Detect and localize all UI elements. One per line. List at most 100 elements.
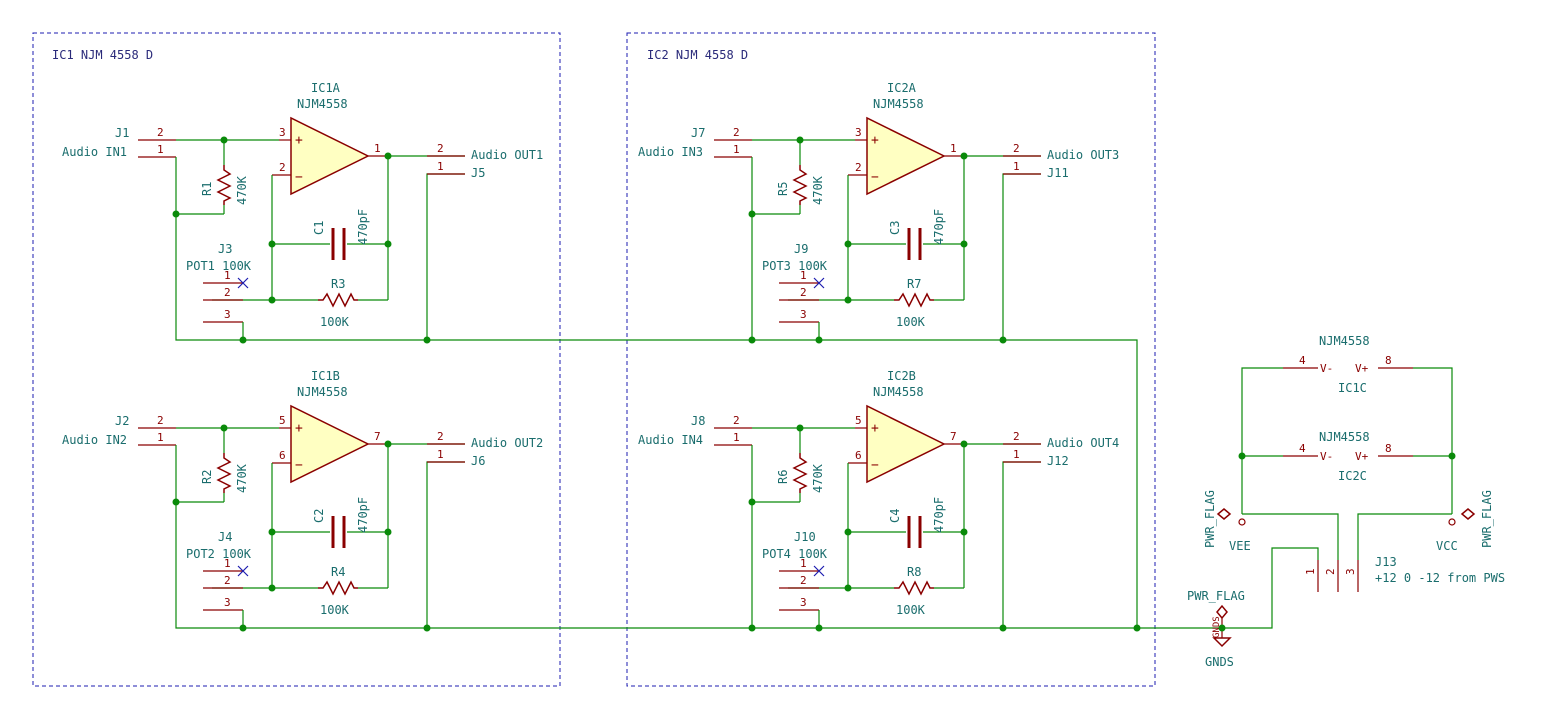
- opamp-ref: IC2A: [887, 81, 917, 95]
- svg-text:−: −: [871, 170, 879, 185]
- r-fb-ref: R4: [331, 565, 345, 579]
- svg-text:3: 3: [855, 126, 862, 139]
- svg-text:2: 2: [157, 126, 164, 139]
- svg-text:2: 2: [224, 574, 231, 587]
- pot-value: POT4 100K: [762, 547, 828, 561]
- cap-ref: C2: [312, 509, 326, 523]
- vee-label: VEE: [1229, 539, 1251, 553]
- channel-ic2b: 2 1 J8 Audio IN4 R6 470K + − 5 6 7 IC2B …: [638, 369, 1119, 632]
- input-connector-ref: J8: [691, 414, 705, 428]
- vcc-pwr-flag: PWR_FLAG: [1480, 490, 1494, 548]
- svg-text:V-: V-: [1320, 362, 1333, 375]
- r-fb-ref: R8: [907, 565, 921, 579]
- output-connector-ref: J12: [1047, 454, 1069, 468]
- svg-text:2: 2: [733, 414, 740, 427]
- r-in-value: 470K: [235, 463, 249, 493]
- cap-ref: C1: [312, 221, 326, 235]
- input-connector-label: Audio IN1: [62, 145, 127, 159]
- svg-text:6: 6: [279, 449, 286, 462]
- sheet-border-ic1: [32, 32, 561, 687]
- vcc-label: VCC: [1436, 539, 1458, 553]
- svg-text:5: 5: [855, 414, 862, 427]
- svg-text:−: −: [871, 458, 879, 473]
- pwr-connector-value: +12 0 -12 from PWS: [1375, 571, 1505, 585]
- svg-text:3: 3: [224, 596, 231, 609]
- opamp-value: NJM4558: [873, 97, 924, 111]
- svg-text:V+: V+: [1355, 450, 1369, 463]
- svg-text:7: 7: [950, 430, 957, 443]
- svg-text:2: 2: [1013, 430, 1020, 443]
- opamp-ref: IC1A: [311, 81, 341, 95]
- svg-text:3: 3: [279, 126, 286, 139]
- pot-ref: J10: [794, 530, 816, 544]
- power-section: NJM4558 4 8 V- V+ IC1C NJM4558 4 8 V- V+…: [1187, 334, 1505, 669]
- channel-ic2a: 2 1 J7 Audio IN3 R5 470K + − 3 2 1 IC2A …: [638, 81, 1119, 344]
- cap-value: 470pF: [932, 497, 946, 533]
- r-in-value: 470K: [811, 463, 825, 493]
- r-in-value: 470K: [811, 175, 825, 205]
- input-connector-label: Audio IN2: [62, 433, 127, 447]
- gnd-label: GNDS: [1205, 655, 1234, 669]
- svg-text:6: 6: [855, 449, 862, 462]
- opamp-symbol: [290, 116, 370, 196]
- svg-text:2: 2: [733, 126, 740, 139]
- input-connector-label: Audio IN4: [638, 433, 703, 447]
- r-in-ref: R5: [776, 182, 790, 196]
- gnd-symbol-text: GNDS: [1212, 616, 1222, 638]
- sheet-border-ic2: [626, 32, 1156, 687]
- svg-text:V-: V-: [1320, 450, 1333, 463]
- svg-text:7: 7: [374, 430, 381, 443]
- svg-text:3: 3: [224, 308, 231, 321]
- svg-text:5: 5: [279, 414, 286, 427]
- cap-value: 470pF: [356, 209, 370, 245]
- svg-text:8: 8: [1385, 354, 1392, 367]
- opamp-ref: IC2B: [887, 369, 916, 383]
- r-fb-ref: R7: [907, 277, 921, 291]
- power-unit-2-ref: IC2C: [1338, 469, 1367, 483]
- input-connector-ref: J7: [691, 126, 705, 140]
- output-connector-label: Audio OUT3: [1047, 148, 1119, 162]
- svg-text:1: 1: [733, 431, 740, 444]
- svg-text:2: 2: [800, 574, 807, 587]
- opamp-value: NJM4558: [873, 385, 924, 399]
- svg-text:2: 2: [800, 286, 807, 299]
- svg-text:1: 1: [800, 557, 807, 570]
- pwr-connector-ref: J13: [1375, 555, 1397, 569]
- channel-ic1a: 2 1 J1 Audio IN1 R1 470K + − 3 2 1 IC1A …: [62, 81, 560, 344]
- opamp-symbol: [866, 404, 946, 484]
- output-connector-ref: J11: [1047, 166, 1069, 180]
- r-in-value: 470K: [235, 175, 249, 205]
- svg-text:−: −: [295, 170, 303, 185]
- svg-text:1: 1: [1013, 160, 1020, 173]
- opamp-value: NJM4558: [297, 97, 348, 111]
- r-in-ref: R2: [200, 470, 214, 484]
- power-unit-2-value: NJM4558: [1319, 430, 1370, 444]
- pot-ref: J4: [218, 530, 232, 544]
- svg-text:2: 2: [1013, 142, 1020, 155]
- output-connector-ref: J5: [471, 166, 485, 180]
- svg-text:2: 2: [224, 286, 231, 299]
- svg-text:+: +: [295, 133, 303, 148]
- svg-text:1: 1: [437, 448, 444, 461]
- svg-text:+: +: [295, 421, 303, 436]
- svg-text:1: 1: [1304, 568, 1317, 575]
- svg-text:4: 4: [1299, 354, 1306, 367]
- opamp-symbol: [290, 404, 370, 484]
- power-unit-1-value: NJM4558: [1319, 334, 1370, 348]
- svg-text:1: 1: [733, 143, 740, 156]
- r-fb-value: 100K: [896, 603, 926, 617]
- cap-value: 470pF: [356, 497, 370, 533]
- cap-ref: C4: [888, 509, 902, 523]
- svg-text:3: 3: [800, 596, 807, 609]
- svg-text:+: +: [871, 421, 879, 436]
- sheet-label-ic1: IC1 NJM 4558 D: [52, 48, 153, 62]
- svg-text:2: 2: [157, 414, 164, 427]
- opamp-value: NJM4558: [297, 385, 348, 399]
- svg-text:1: 1: [224, 269, 231, 282]
- output-connector-ref: J6: [471, 454, 485, 468]
- svg-text:2: 2: [855, 161, 862, 174]
- svg-text:1: 1: [374, 142, 381, 155]
- gnd-pwr-flag: PWR_FLAG: [1187, 589, 1245, 603]
- svg-text:1: 1: [224, 557, 231, 570]
